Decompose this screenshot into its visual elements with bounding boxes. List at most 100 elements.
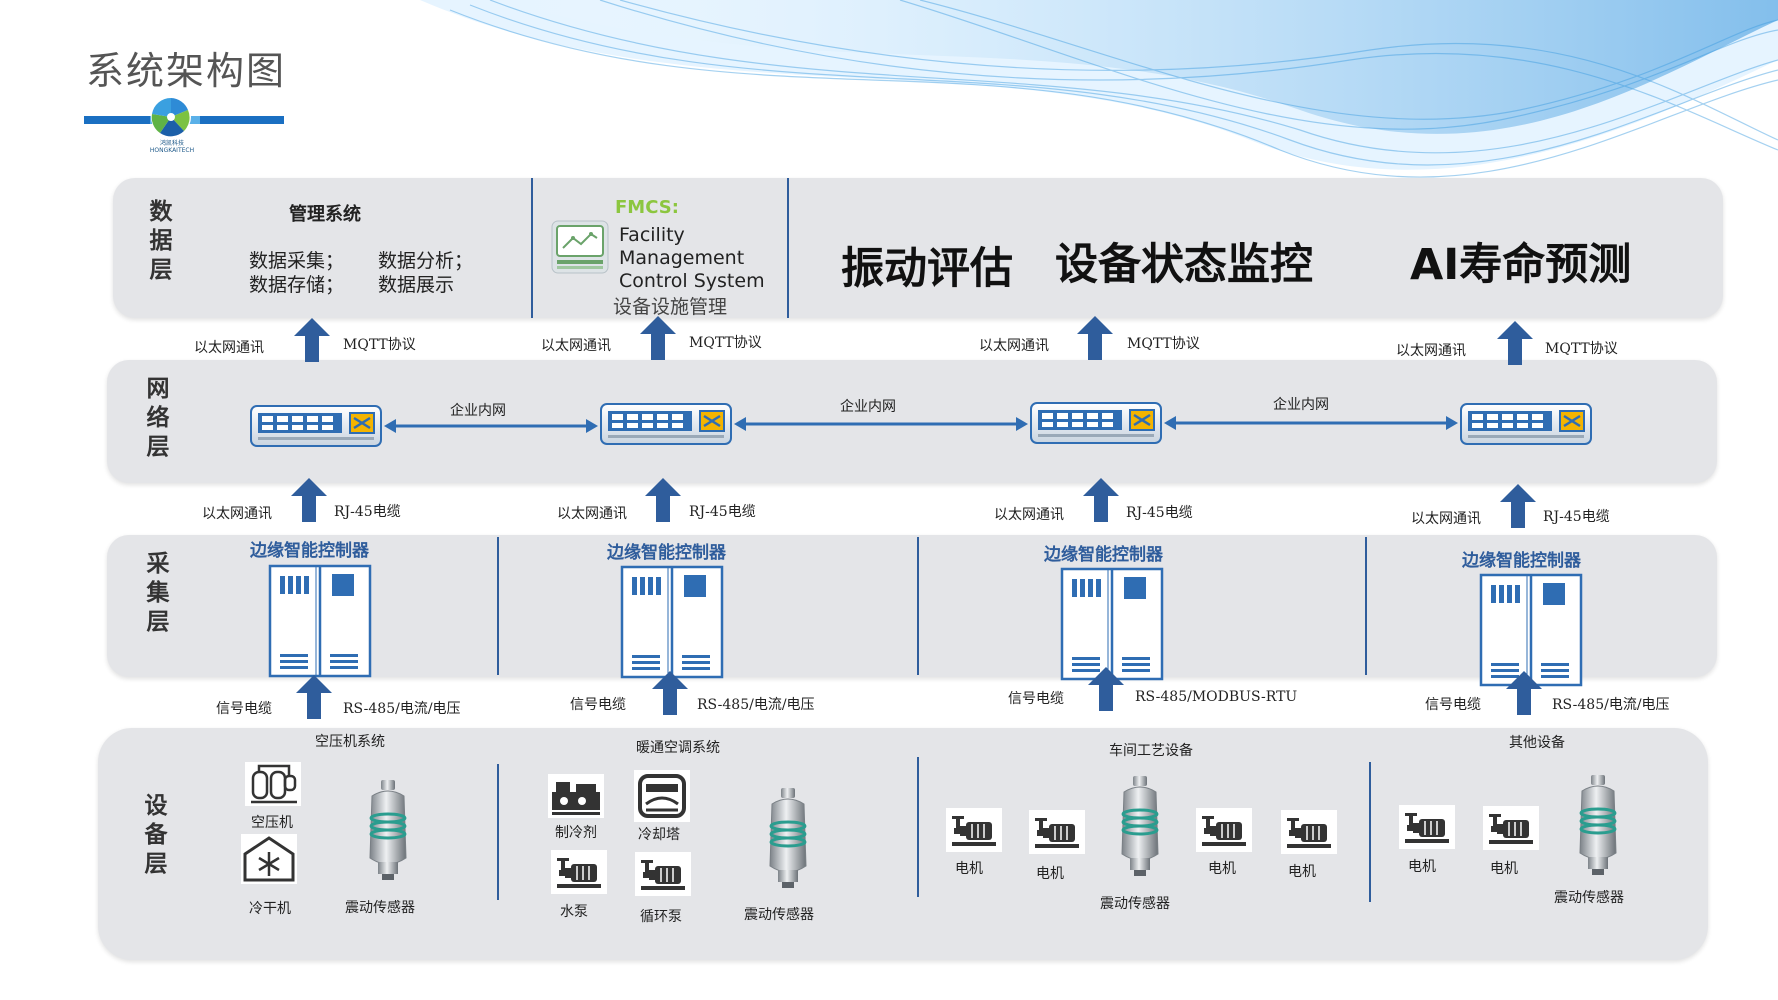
collect-layer-panel <box>107 535 1717 677</box>
compressor-icon <box>245 762 301 806</box>
device-motor-label-3b: 电机 <box>1036 866 1064 882</box>
up-arrow-bottom-2 <box>652 671 688 715</box>
collect-divider-3 <box>1365 537 1367 675</box>
device-compressor-label: 空压机 <box>251 815 293 831</box>
logo-bar-left <box>84 116 150 124</box>
mid-link-left-1: 以太网通讯 <box>202 506 272 522</box>
fmcs-line-2: Management <box>619 247 745 269</box>
device-divider-1 <box>497 764 499 900</box>
controller-label-1: 边缘智能控制器 <box>250 541 369 561</box>
background-waves <box>420 0 1778 178</box>
fmcs-line-1: Facility <box>619 224 685 246</box>
device-circulation-pump-label: 循环泵 <box>640 909 682 925</box>
mgmt-item-display: 数据展示 <box>378 274 455 296</box>
top-link-left-4: 以太网通讯 <box>1396 343 1466 359</box>
big-label-status-monitor: 设备状态监控 <box>1055 240 1313 290</box>
controller-label-3: 边缘智能控制器 <box>1044 545 1163 565</box>
device-dryer-label: 冷干机 <box>249 901 291 917</box>
device-group-title-3: 车间工艺设备 <box>1109 743 1193 759</box>
bottom-link-right-4: RS-485/电流/电压 <box>1552 697 1670 713</box>
device-group-title-2: 暖通空调系统 <box>636 740 720 756</box>
device-divider-3 <box>1369 762 1371 902</box>
motor-icon-3a <box>946 808 1002 852</box>
device-sensor-label-1: 震动传感器 <box>345 900 415 916</box>
logo-text: 鸿凯科技 HONGKAITECH <box>140 140 204 154</box>
vibration-sensor-icon-2 <box>769 788 807 888</box>
up-arrow-mid-4 <box>1500 484 1536 528</box>
motor-icon-3c <box>1196 808 1252 852</box>
fmcs-label: FMCS: <box>615 197 679 218</box>
top-link-left-2: 以太网通讯 <box>541 338 611 354</box>
intranet-link-arrow-3 <box>1164 416 1458 430</box>
device-motor-label-3d: 电机 <box>1288 864 1316 880</box>
water-pump-icon <box>551 850 607 894</box>
network-switch-1 <box>250 405 382 447</box>
data-layer-divider-1 <box>531 178 533 318</box>
big-label-vibration: 振动评估 <box>841 244 1013 294</box>
up-arrow-bottom-3 <box>1088 667 1124 711</box>
bottom-link-left-3: 信号电缆 <box>1008 691 1064 707</box>
bottom-link-right-3: RS-485/MODBUS-RTU <box>1135 689 1298 705</box>
up-arrow-mid-1 <box>291 478 327 522</box>
mgmt-item-collect: 数据采集； <box>249 250 345 272</box>
intranet-link-arrow-1 <box>384 419 598 433</box>
device-motor-label-4b: 电机 <box>1490 861 1518 877</box>
mgmt-item-analyze: 数据分析； <box>378 250 474 272</box>
device-sensor-label-3: 震动传感器 <box>1100 896 1170 912</box>
up-arrow-bottom-4 <box>1506 671 1542 715</box>
fmcs-monitor-icon <box>551 220 609 274</box>
page-title: 系统架构图 <box>86 49 287 93</box>
fmcs-cn-label: 设备设施管理 <box>613 296 728 318</box>
bottom-link-left-2: 信号电缆 <box>570 697 626 713</box>
data-layer-label: 数据层 <box>149 199 173 283</box>
edge-controller-cabinet-2 <box>620 565 724 679</box>
mgmt-system-title: 管理系统 <box>289 204 361 225</box>
device-group-title-4: 其他设备 <box>1509 735 1565 751</box>
mid-link-left-2: 以太网通讯 <box>557 506 627 522</box>
bottom-link-right-2: RS-485/电流/电压 <box>697 697 815 713</box>
dryer-icon <box>241 834 297 884</box>
circulation-pump-icon <box>635 852 691 896</box>
device-sensor-label-2: 震动传感器 <box>744 907 814 923</box>
mgmt-item-store: 数据存储； <box>249 274 345 296</box>
device-sensor-label-4: 震动传感器 <box>1554 890 1624 906</box>
bottom-link-right-1: RS-485/电流/电压 <box>343 701 461 717</box>
logo-text-en: HONGKAITECH <box>149 147 195 154</box>
device-layer-panel <box>98 728 1708 960</box>
up-arrow-mid-2 <box>645 478 681 522</box>
logo-text-cn: 鸿凯科技 <box>159 140 184 147</box>
mid-link-left-4: 以太网通讯 <box>1411 511 1481 527</box>
device-water-pump-label: 水泵 <box>560 904 588 920</box>
motor-icon-3b <box>1029 810 1085 854</box>
edge-controller-cabinet-3 <box>1060 567 1164 681</box>
company-logo-icon <box>151 97 191 137</box>
device-motor-label-3a: 电机 <box>955 861 983 877</box>
vibration-sensor-icon-3 <box>1121 776 1159 876</box>
up-arrow-bottom-1 <box>296 675 332 719</box>
network-switch-4 <box>1460 403 1592 445</box>
data-layer-divider-2 <box>787 178 789 318</box>
device-refrigerant-label: 制冷剂 <box>555 825 597 841</box>
bottom-link-left-1: 信号电缆 <box>216 701 272 717</box>
bottom-link-left-4: 信号电缆 <box>1425 697 1481 713</box>
device-motor-label-3c: 电机 <box>1208 861 1236 877</box>
mid-link-right-1: RJ-45电缆 <box>334 504 401 520</box>
motor-icon-3d <box>1281 810 1337 854</box>
network-layer-label: 网络层 <box>146 376 170 460</box>
mid-link-right-2: RJ-45电缆 <box>689 504 756 520</box>
up-arrow-top-2 <box>640 316 676 360</box>
motor-icon-4a <box>1399 805 1455 849</box>
device-motor-label-4a: 电机 <box>1408 859 1436 875</box>
up-arrow-top-4 <box>1497 321 1533 365</box>
cooling-tower-icon <box>634 770 690 822</box>
mid-link-right-4: RJ-45电缆 <box>1543 509 1610 525</box>
edge-controller-cabinet-1 <box>268 564 372 678</box>
up-arrow-top-1 <box>294 318 330 362</box>
collect-divider-2 <box>917 537 919 675</box>
top-link-right-2: MQTT协议 <box>689 335 762 351</box>
device-group-title-1: 空压机系统 <box>315 734 385 750</box>
controller-label-2: 边缘智能控制器 <box>607 543 726 563</box>
top-link-right-1: MQTT协议 <box>343 337 416 353</box>
device-layer-label: 设备层 <box>144 793 168 877</box>
vibration-sensor-icon-1 <box>369 780 407 880</box>
